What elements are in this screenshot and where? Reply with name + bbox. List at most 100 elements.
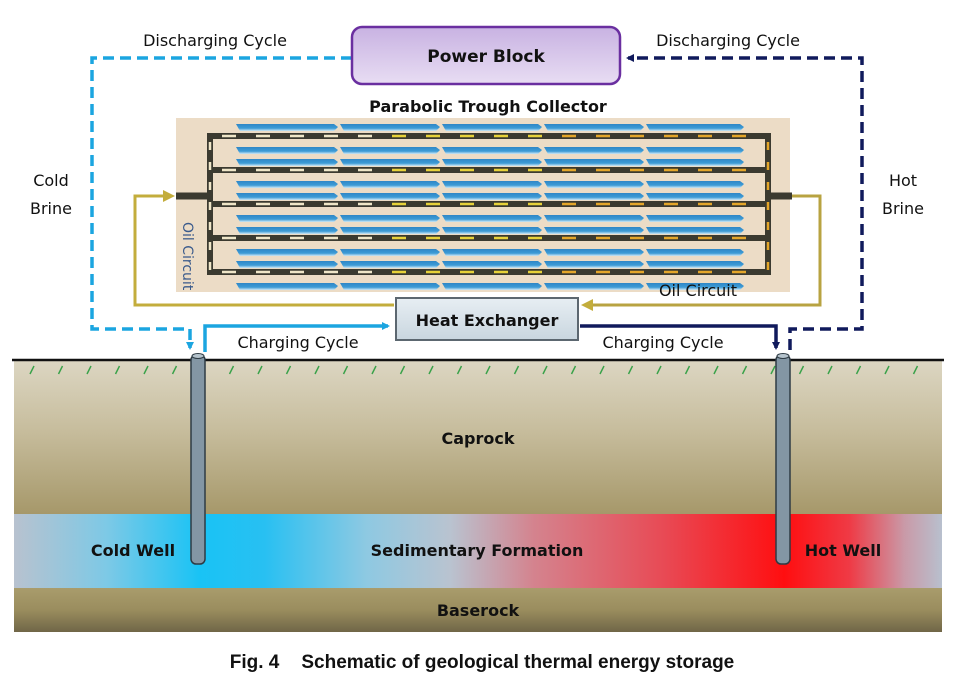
charging-cycle-left-label: Charging Cycle [237, 333, 358, 352]
trough-mirror [442, 159, 542, 166]
hot-well-pipe [775, 353, 791, 565]
oil-pipe-network [176, 133, 792, 275]
trough-mirror [646, 249, 744, 256]
trough-mirror [340, 193, 440, 200]
trough-mirror [646, 283, 744, 290]
charging-cycle-right-label: Charging Cycle [602, 333, 723, 352]
discharging-cycle-right-label: Discharging Cycle [656, 31, 800, 50]
cold-well-pipe [190, 353, 206, 565]
charging-cycle-hot [580, 324, 780, 350]
trough-mirror [646, 124, 744, 131]
figure-number: Fig. 4 [229, 652, 280, 673]
baserock-layer [14, 588, 942, 632]
figure-caption-text: Schematic of geological thermal energy s… [301, 652, 735, 673]
sedimentary-formation-label: Sedimentary Formation [371, 541, 584, 560]
trough-mirror [236, 261, 338, 268]
grass-mark [371, 365, 377, 375]
grass-mark [713, 365, 719, 375]
trough-mirror [236, 283, 338, 290]
grass-mark [29, 365, 35, 375]
trough-mirror [442, 227, 542, 234]
trough-mirror [544, 147, 644, 154]
caprock-label: Caprock [442, 429, 515, 448]
grass-mark [855, 365, 862, 375]
cold-brine-label-line2: Brine [30, 199, 72, 218]
grass-mark [86, 365, 92, 375]
oil-circuit-label: Oil Circuit [659, 281, 737, 300]
trough-mirror [340, 159, 440, 166]
charging-cycle-cold [203, 322, 390, 352]
trough-mirror [340, 181, 440, 188]
grass-mark [656, 365, 662, 375]
trough-mirror [340, 249, 440, 256]
discharging-cycle-left-label: Discharging Cycle [143, 31, 287, 50]
trough-mirror [236, 215, 338, 222]
grass-mark [684, 365, 691, 375]
trough-mirror [544, 227, 644, 234]
trough-mirror [340, 215, 440, 222]
trough-mirror [544, 249, 644, 256]
grass-mark [399, 365, 406, 375]
trough-mirror [236, 193, 338, 200]
grass-mark [228, 365, 235, 375]
trough-mirror [544, 124, 644, 131]
ground-section [12, 358, 944, 632]
grass-mark [143, 365, 149, 375]
trough-mirror [236, 227, 338, 234]
grass-mark [542, 365, 548, 375]
trough-mirror [646, 261, 744, 268]
grass-mark [884, 365, 890, 375]
grass-mark [285, 365, 292, 375]
grass-mark [485, 365, 491, 375]
trough-mirror [340, 283, 440, 290]
trough-mirror [544, 261, 644, 268]
trough-mirror [442, 193, 542, 200]
trough-mirror [544, 181, 644, 188]
trough-mirror [340, 124, 440, 131]
trough-mirror [340, 147, 440, 154]
trough-mirror [544, 159, 644, 166]
trough-mirror [236, 159, 338, 166]
trough-mirror [236, 181, 338, 188]
grass-mark [342, 365, 349, 375]
grass-mark [257, 365, 263, 375]
trough-mirror [646, 159, 744, 166]
trough-mirror [544, 283, 644, 290]
trough-mirror [340, 227, 440, 234]
grass-mark [599, 365, 605, 375]
trough-mirror [442, 181, 542, 188]
hot-brine-label-line1: Hot [889, 171, 917, 190]
grass-marks [29, 365, 919, 375]
hot-well-label: Hot Well [805, 541, 882, 560]
hot-brine-label-line2: Brine [882, 199, 924, 218]
grass-mark [114, 365, 121, 375]
grass-mark [827, 365, 833, 375]
trough-mirror [442, 249, 542, 256]
collector-title: Parabolic Trough Collector [369, 97, 607, 116]
trough-mirror [646, 227, 744, 234]
discharging-cycle-hot [626, 54, 864, 350]
trough-mirror [442, 261, 542, 268]
heat-exchanger: Heat Exchanger [395, 297, 579, 341]
trough-mirror [236, 124, 338, 131]
grass-mark [428, 365, 434, 375]
grass-mark [57, 365, 64, 375]
cold-well-label: Cold Well [91, 541, 175, 560]
trough-mirror [340, 261, 440, 268]
trough-mirror [442, 283, 542, 290]
baserock-label: Baserock [437, 601, 520, 620]
figure-caption: Fig. 4 Schematic of geological thermal en… [0, 652, 964, 674]
grass-mark [314, 365, 320, 375]
heat-exchanger-label: Heat Exchanger [416, 311, 559, 330]
trough-mirror [544, 215, 644, 222]
grass-mark [570, 365, 577, 375]
trough-mirror [442, 147, 542, 154]
trough-mirror [646, 181, 744, 188]
trough-mirror [236, 147, 338, 154]
grass-mark [627, 365, 634, 375]
grass-mark [741, 365, 748, 375]
grass-mark [770, 365, 776, 375]
grass-mark [513, 365, 520, 375]
trough-mirror [442, 124, 542, 131]
